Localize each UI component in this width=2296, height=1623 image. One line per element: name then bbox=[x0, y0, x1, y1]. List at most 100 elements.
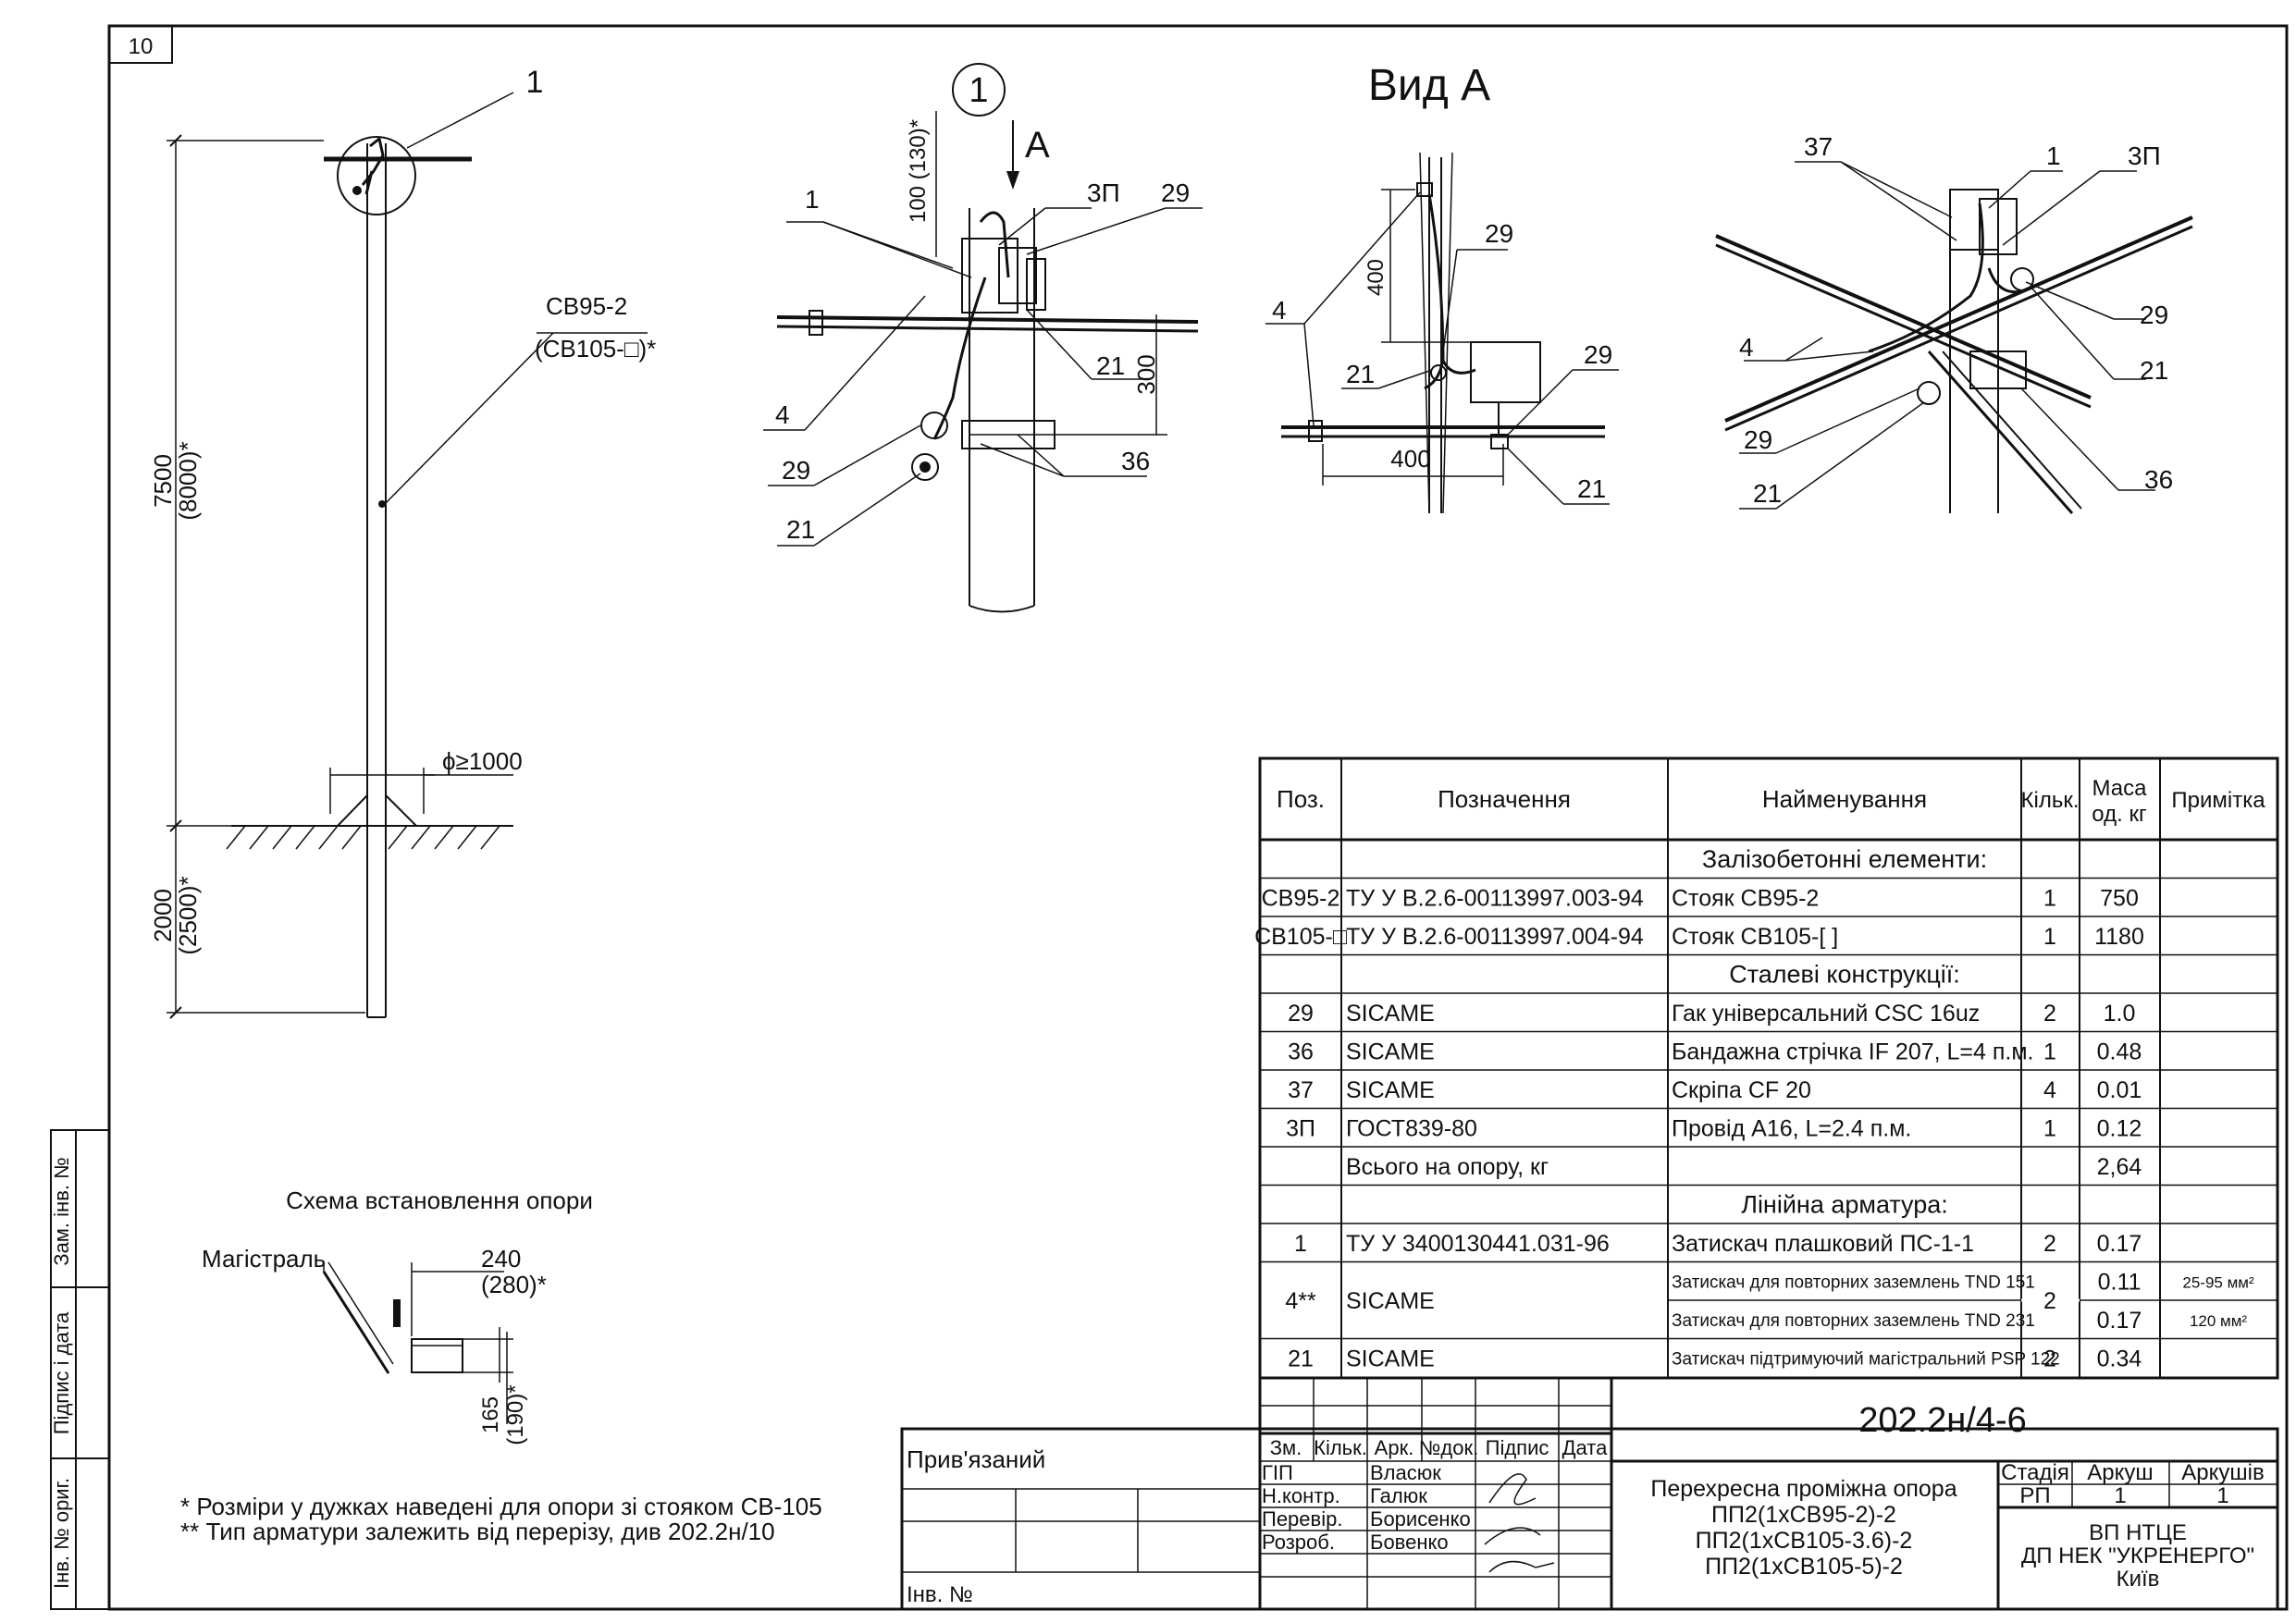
spec-row-qty: 4 bbox=[2043, 1077, 2056, 1103]
spec-header-note: Примітка bbox=[2171, 788, 2265, 813]
tb-sheet: 1 bbox=[2114, 1483, 2126, 1508]
tb-designation: 202.2н/4-6 bbox=[1858, 1401, 2027, 1440]
tb-object-3: ПП2(1хСВ105-3.6)-2 bbox=[1696, 1528, 1913, 1554]
spec-row-designation: Всього на опору, кг bbox=[1346, 1154, 1549, 1180]
left-stamp-strip: Зам. інв. № Підпис і дата Інв. № ориг. bbox=[50, 1129, 110, 1610]
spec-row-mass: 0.17 bbox=[2097, 1308, 2142, 1334]
detail-1-label-36: 36 bbox=[1121, 447, 1150, 475]
spec-row-pos: 3П bbox=[1286, 1115, 1315, 1141]
spec-row-qty: 2 bbox=[2043, 1288, 2056, 1314]
tb-sheets-header: Аркушів bbox=[2181, 1460, 2264, 1485]
diameter-dim: ϕ≥1000 bbox=[442, 747, 523, 775]
spec-row-designation: ТУ У В.2.6-00113997.003-94 bbox=[1346, 885, 1644, 911]
pole-type-label: СВ95-2 bbox=[546, 292, 627, 320]
spec-row-mass: 1.0 bbox=[2104, 1001, 2136, 1027]
spec-row-mass: 0.34 bbox=[2097, 1346, 2142, 1371]
spec-row-mass: 0.17 bbox=[2097, 1231, 2142, 1257]
tb-object-2: ПП2(1хСВ95-2)-2 bbox=[1711, 1502, 1896, 1528]
signatures bbox=[1484, 1473, 1555, 1573]
spec-row-qty: 2 bbox=[2043, 1231, 2056, 1257]
detail-1-top-dim: 100 (130)* bbox=[906, 119, 931, 223]
spec-row-name: Провід А16, L=2.4 п.м. bbox=[1672, 1115, 1911, 1141]
iso-label-29: 29 bbox=[2140, 301, 2168, 329]
spec-row-pos: 37 bbox=[1288, 1077, 1314, 1103]
spec-row-name: Затискач підтримуючий магістральний PSP … bbox=[1672, 1349, 2060, 1369]
tb-org-3: Київ bbox=[2117, 1567, 2160, 1592]
view-a-label-4: 4 bbox=[1272, 296, 1287, 325]
tb-col-sheet: Арк. bbox=[1375, 1436, 1414, 1459]
spec-row-name: Затискач плашковий ПС-1-1 bbox=[1672, 1231, 1974, 1257]
spec-row-pos: СВ95-2 bbox=[1262, 885, 1340, 911]
spec-row-mass: 2,64 bbox=[2097, 1154, 2142, 1180]
spec-section-9: Лінійна арматура: bbox=[1741, 1190, 1948, 1218]
spec-row-designation: SICAME bbox=[1346, 1346, 1435, 1371]
spec-row-name: Затискач для повторних заземлень TND 231 bbox=[1672, 1311, 2035, 1331]
spec-row-note: 25-95 мм² bbox=[2182, 1273, 2254, 1291]
iso-label-37: 37 bbox=[1804, 132, 1833, 161]
tb-stage: РП bbox=[2019, 1483, 2050, 1508]
tb-col-doc: №док. bbox=[1419, 1436, 1478, 1459]
spec-header-mass: Маса bbox=[2092, 776, 2148, 801]
spec-row-qty: 1 bbox=[2043, 1115, 2056, 1141]
spec-row-designation: ТУ У 3400130441.031-96 bbox=[1346, 1231, 1610, 1257]
view-a-horizontal-dim: 400 bbox=[1390, 445, 1430, 473]
view-a-label-29b: 29 bbox=[1584, 340, 1612, 369]
tb-org-1: ВП НТЦЕ bbox=[2089, 1520, 2187, 1545]
spec-row-mass: 0.48 bbox=[2097, 1039, 2142, 1064]
tb-person: Борисенко bbox=[1370, 1507, 1471, 1531]
depth-dim: 2000 bbox=[149, 889, 177, 942]
tb-person: Власюк bbox=[1370, 1461, 1441, 1484]
tb-person: Бовенко bbox=[1370, 1531, 1449, 1554]
spec-row-qty: 2 bbox=[2043, 1346, 2056, 1371]
detail-1-callout: 1 bbox=[969, 71, 988, 110]
detail-1-label-3p: 3П bbox=[1087, 178, 1120, 207]
installation-scheme: Схема встановлення опори Магістраль 240 … bbox=[202, 1187, 593, 1445]
strip-label-replacement: Зам. інв. № bbox=[50, 1157, 73, 1265]
detail-1-band-dim: 300 bbox=[1132, 354, 1160, 394]
spec-row-designation: ГОСТ839-80 bbox=[1346, 1115, 1477, 1141]
detail-circle bbox=[337, 136, 416, 215]
iso-label-29b: 29 bbox=[1744, 425, 1772, 454]
pole-type-alt-label: (СВ105-□)* bbox=[535, 335, 656, 363]
scheme-width-dim-alt: (280)* bbox=[481, 1271, 547, 1298]
spec-row-name: Бандажна стрічка IF 207, L=4 п.м. bbox=[1672, 1039, 2034, 1064]
depth-dim-alt: (2500)* bbox=[174, 876, 202, 954]
tb-attached: Прив'язаний bbox=[907, 1445, 1045, 1473]
tb-col-sign: Підпис bbox=[1486, 1436, 1549, 1459]
spec-row-designation: SICAME bbox=[1346, 1077, 1435, 1103]
spec-row-pos: 36 bbox=[1288, 1039, 1314, 1064]
spec-header-qty: Кільк. bbox=[2021, 788, 2080, 813]
scheme-magistral-label: Магістраль bbox=[202, 1245, 326, 1273]
spec-row-designation: SICAME bbox=[1346, 1001, 1435, 1027]
tb-sheets: 1 bbox=[2216, 1483, 2228, 1508]
page-number: 10 bbox=[129, 34, 154, 59]
spec-row-mass: 1180 bbox=[2094, 924, 2144, 950]
spec-row-designation: SICAME bbox=[1346, 1288, 1435, 1314]
view-a-label-21: 21 bbox=[1346, 360, 1375, 388]
spec-row-qty: 2 bbox=[2043, 1001, 2056, 1027]
spec-row-pos: 21 bbox=[1288, 1346, 1314, 1371]
isometric-view: 37 1 3П 29 21 4 36 29 21 bbox=[1715, 132, 2193, 514]
view-a-label-21b: 21 bbox=[1577, 474, 1606, 503]
height-dim-alt: (8000)* bbox=[174, 441, 202, 520]
detail-1-label-29b: 29 bbox=[782, 456, 810, 485]
view-direction-arrow-label: А bbox=[1025, 125, 1050, 166]
spec-row-pos: 1 bbox=[1294, 1231, 1307, 1257]
detail-1-label-1: 1 bbox=[805, 185, 820, 214]
tb-role: Н.контр. bbox=[1262, 1484, 1340, 1507]
iso-label-21: 21 bbox=[2140, 356, 2168, 385]
spec-row-name: Затискач для повторних заземлень TND 151 bbox=[1672, 1273, 2035, 1292]
tb-sheet-header: Аркуш bbox=[2087, 1460, 2153, 1485]
scheme-width-dim: 240 bbox=[481, 1245, 521, 1273]
page-number-box bbox=[108, 25, 173, 64]
note-2: ** Тип арматури залежить від перерізу, д… bbox=[180, 1518, 775, 1545]
tb-role: Розроб. bbox=[1262, 1531, 1335, 1554]
spec-row-qty: 1 bbox=[2043, 924, 2056, 950]
spec-row-name: Гак універсальний CSC 16uz bbox=[1672, 1001, 1980, 1027]
scheme-title: Схема встановлення опори bbox=[286, 1187, 593, 1214]
spec-header-designation: Позначення bbox=[1438, 785, 1571, 813]
tb-inventory: Інв. № bbox=[907, 1582, 973, 1607]
iso-label-36: 36 bbox=[2144, 465, 2173, 494]
view-a-label-29: 29 bbox=[1485, 219, 1513, 248]
spec-row-designation: SICAME bbox=[1346, 1039, 1435, 1064]
